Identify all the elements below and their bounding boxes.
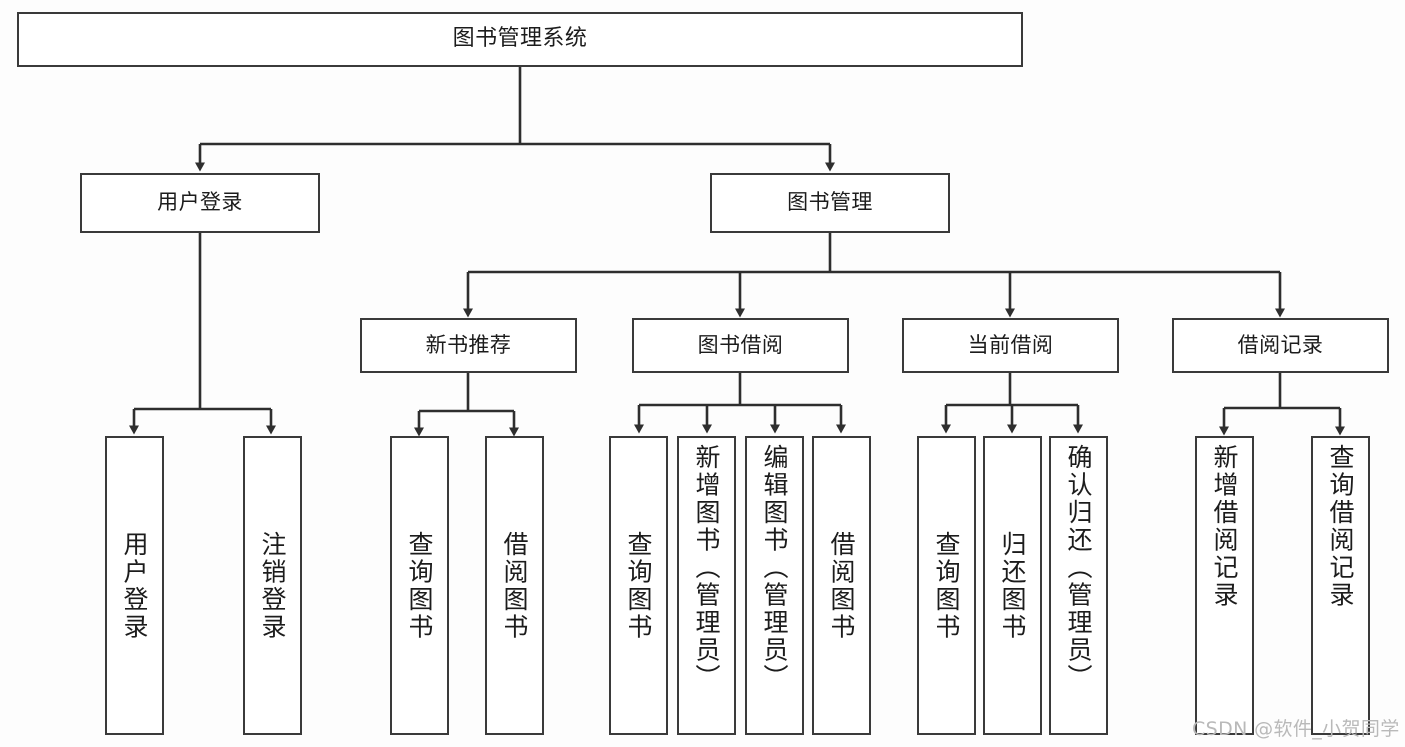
node-leaf-logout-login-label: 注销登录 — [258, 530, 287, 641]
node-leaf-query-record-label: 查询借阅记录 — [1326, 444, 1355, 609]
node-user-login-label: 用户登录 — [157, 190, 243, 215]
node-leaf-add-record-label: 新增借阅记录 — [1210, 444, 1239, 609]
node-leaf-user-login-label: 用户登录 — [120, 530, 149, 641]
node-leaf-add-book[interactable]: 新增图书（管理员） — [677, 436, 736, 735]
node-root[interactable]: 图书管理系统 — [17, 12, 1023, 67]
node-leaf-borrow-book-2-label: 借阅图书 — [827, 530, 856, 641]
node-current-borrow-label: 当前借阅 — [967, 332, 1054, 357]
node-leaf-query-book-3[interactable]: 查询图书 — [917, 436, 976, 735]
node-leaf-query-book-1[interactable]: 查询图书 — [390, 436, 449, 735]
node-leaf-logout-login[interactable]: 注销登录 — [243, 436, 302, 735]
node-book-borrow-label: 图书借阅 — [697, 332, 784, 357]
node-leaf-query-book-2[interactable]: 查询图书 — [609, 436, 668, 735]
node-book-manage[interactable]: 图书管理 — [710, 173, 950, 233]
node-leaf-add-record[interactable]: 新增借阅记录 — [1195, 436, 1254, 735]
node-leaf-return-book[interactable]: 归还图书 — [983, 436, 1042, 735]
node-borrow-record[interactable]: 借阅记录 — [1172, 318, 1389, 373]
node-root-label: 图书管理系统 — [452, 26, 588, 52]
csdn-watermark: CSDN @软件_小贺同学 — [1192, 718, 1400, 740]
node-leaf-confirm-return-label: 确认归还（管理员） — [1064, 444, 1093, 692]
node-leaf-user-login[interactable]: 用户登录 — [105, 436, 164, 735]
node-leaf-return-book-label: 归还图书 — [998, 530, 1027, 641]
node-leaf-borrow-book-1-label: 借阅图书 — [500, 530, 529, 641]
node-user-login[interactable]: 用户登录 — [80, 173, 320, 233]
node-leaf-confirm-return[interactable]: 确认归还（管理员） — [1049, 436, 1108, 735]
node-leaf-query-book-1-label: 查询图书 — [405, 530, 434, 641]
node-leaf-borrow-book-2[interactable]: 借阅图书 — [812, 436, 871, 735]
node-leaf-add-book-label: 新增图书（管理员） — [692, 444, 721, 692]
node-borrow-record-label: 借阅记录 — [1237, 332, 1324, 357]
node-leaf-query-book-3-label: 查询图书 — [932, 530, 961, 641]
node-new-book-recommend-label: 新书推荐 — [425, 332, 512, 357]
node-leaf-query-record[interactable]: 查询借阅记录 — [1311, 436, 1370, 735]
node-leaf-query-book-2-label: 查询图书 — [624, 530, 653, 641]
node-leaf-borrow-book-1[interactable]: 借阅图书 — [485, 436, 544, 735]
node-leaf-edit-book-label: 编辑图书（管理员） — [760, 444, 789, 692]
node-book-borrow[interactable]: 图书借阅 — [632, 318, 849, 373]
node-book-manage-label: 图书管理 — [787, 190, 873, 215]
node-current-borrow[interactable]: 当前借阅 — [902, 318, 1119, 373]
node-new-book-recommend[interactable]: 新书推荐 — [360, 318, 577, 373]
node-leaf-edit-book[interactable]: 编辑图书（管理员） — [745, 436, 804, 735]
